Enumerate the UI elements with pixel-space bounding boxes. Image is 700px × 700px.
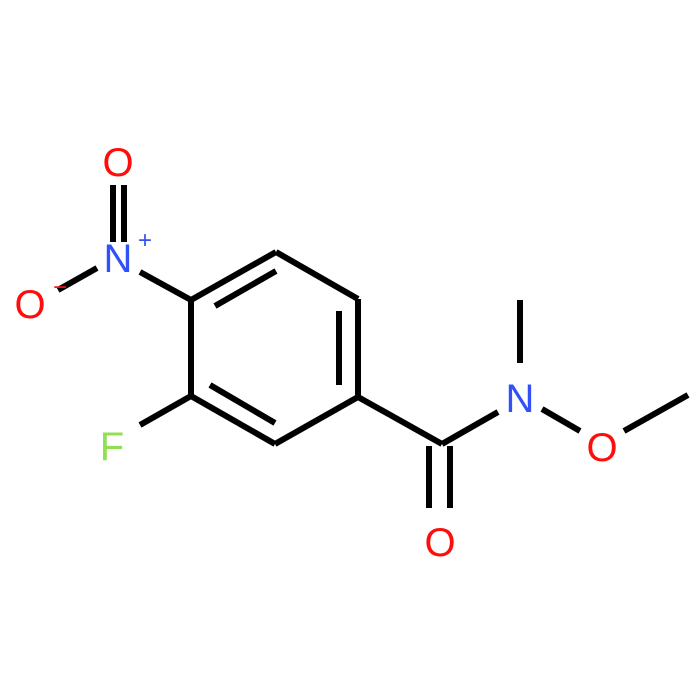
ring-to-fluorine-bond	[138, 393, 193, 428]
atom-labels: O N + O − F N O O	[14, 141, 617, 565]
ring-bond	[274, 249, 360, 302]
methoxy-oxygen-label: O	[586, 426, 617, 470]
ring-inner-double-bond	[208, 382, 277, 426]
carbonyl-oxygen-label: O	[424, 521, 455, 565]
nitro-single-bond	[56, 265, 99, 293]
ring-bond	[189, 393, 277, 447]
bonds	[56, 185, 690, 508]
ring-bond	[273, 394, 360, 447]
ring-bond	[189, 249, 278, 303]
ring-to-nitro-bond	[138, 269, 193, 303]
ring-to-carbonyl-bond	[356, 394, 444, 447]
nitro-oxygen-left-charge: −	[53, 274, 67, 301]
nitro-oxygen-top-label: O	[102, 141, 133, 185]
nitro-oxygen-left-label: O	[14, 283, 45, 327]
n-o-bond	[540, 406, 582, 434]
ring-inner-double-bond	[213, 268, 278, 309]
nitro-nitrogen-label: N	[104, 237, 133, 281]
fluorine-label: F	[100, 425, 124, 469]
amide-nitrogen-label: N	[506, 377, 535, 421]
carbonyl-to-amide-n-bond	[440, 409, 500, 447]
nitro-nitrogen-charge: +	[138, 227, 152, 254]
o-methyl-bond	[622, 392, 690, 434]
